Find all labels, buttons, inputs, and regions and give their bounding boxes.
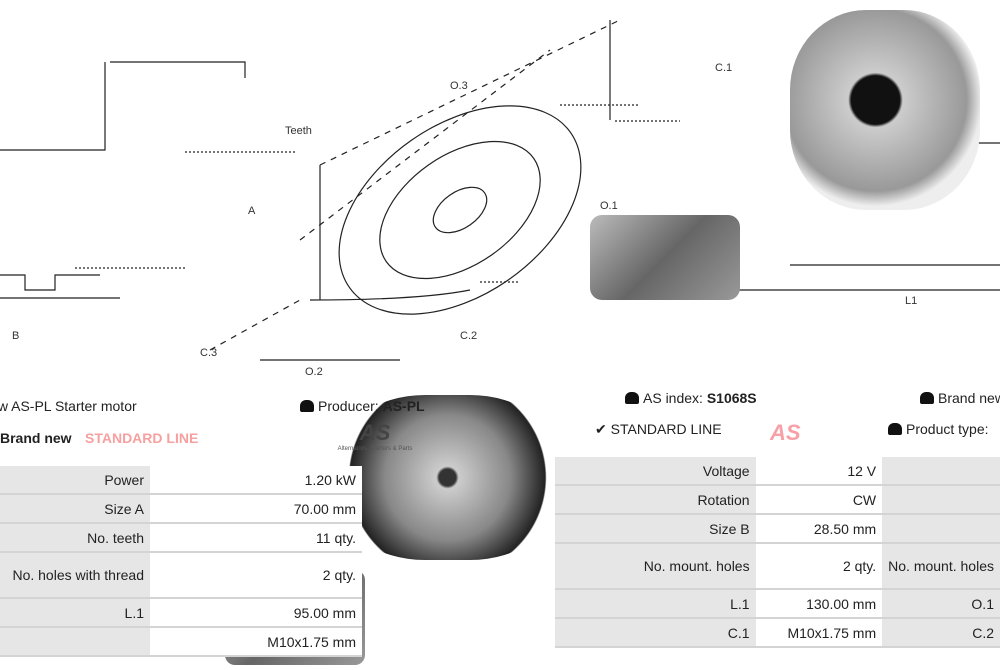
label-l1: L1 <box>905 295 918 307</box>
table-cell: 1.20 kW <box>150 466 362 495</box>
standard-line-faded: STANDARD LINE <box>85 430 199 446</box>
table-cell <box>882 457 1000 486</box>
check-icon: ✔ <box>595 421 607 437</box>
technical-diagram <box>0 19 1000 361</box>
as-logo-red: AS <box>770 420 801 445</box>
product-type-label: Product type: <box>906 421 989 437</box>
product-title: New AS-PL Starter motor <box>0 398 137 414</box>
label-c3: C.3 <box>200 347 218 359</box>
brand-new-right-text: Brand new <box>938 390 1000 406</box>
label-c1: C.1 <box>715 62 733 74</box>
as-index-label: AS index: <box>643 390 703 406</box>
table-cell: 70.00 mm <box>150 494 362 524</box>
brand-new-right: Brand new <box>920 390 1000 406</box>
table-cell <box>882 514 1000 544</box>
table-cell: 2 qty. <box>150 552 362 599</box>
table-cell: M10x1.75 mm <box>150 627 362 657</box>
info-icon <box>920 392 934 404</box>
table-cell: 28.50 mm <box>755 514 883 544</box>
as-logo-tagline: Alternators, Starters & Parts <box>337 446 413 452</box>
info-icon <box>300 400 314 412</box>
table-cell: 130.00 mm <box>755 589 883 619</box>
brand-new: Brand new <box>0 430 72 446</box>
as-index-value: S1068S <box>706 390 757 406</box>
table-cell: 2 qty. <box>755 543 883 590</box>
label-o3: O.3 <box>450 80 468 92</box>
table-row: M10x1.75 mm <box>0 627 362 657</box>
table-cell: 12 V <box>755 457 883 486</box>
tag-icon <box>625 392 639 404</box>
table-cell: No. holes with thread <box>0 552 150 599</box>
standard-line-badge: ✔ STANDARD LINE <box>595 421 722 438</box>
starter-side-photo <box>590 215 740 300</box>
as-index: AS index: S1068S <box>625 390 757 406</box>
label-o1: O.1 <box>600 200 618 212</box>
label-teeth: Teeth <box>285 125 312 137</box>
table-cell: 11 qty. <box>150 523 362 553</box>
label-b: B <box>12 330 20 342</box>
table-cell: Size B <box>555 514 756 544</box>
table-cell <box>882 485 1000 515</box>
label-c2: C.2 <box>460 330 478 342</box>
table-cell: Power <box>0 466 150 495</box>
table-cell <box>0 627 150 657</box>
table-cell: No. teeth <box>0 523 150 553</box>
table-cell: C.2 <box>882 618 1000 648</box>
table-cell: Voltage <box>555 457 756 486</box>
table-cell: L.1 <box>555 589 756 619</box>
table-cell: O.1 <box>882 589 1000 619</box>
producer-value: AS-PL <box>382 398 425 414</box>
as-logo-text: AS <box>359 420 391 445</box>
producer-label: Producer: <box>318 398 379 414</box>
table-cell: Size A <box>0 494 150 524</box>
starter-rear-photo <box>335 395 560 560</box>
table-cell: C.1 <box>555 618 756 648</box>
table-cell: CW <box>755 485 883 515</box>
label-a: A <box>248 205 256 217</box>
table-cell: No. mount. holes <box>555 543 756 590</box>
standard-line-text: STANDARD LINE <box>610 421 722 437</box>
info-icon <box>888 423 902 435</box>
table-cell: M10x1.75 mm <box>755 618 883 648</box>
table-cell: No. mount. holes <box>882 543 1000 590</box>
starter-front-photo <box>790 10 980 210</box>
table-cell: 95.00 mm <box>150 598 362 628</box>
producer: Producer: AS-PL <box>300 398 425 414</box>
product-type: Product type: <box>888 421 989 437</box>
table-cell: L.1 <box>0 598 150 628</box>
label-o2: O.2 <box>305 366 323 378</box>
table-cell: Rotation <box>555 485 756 515</box>
